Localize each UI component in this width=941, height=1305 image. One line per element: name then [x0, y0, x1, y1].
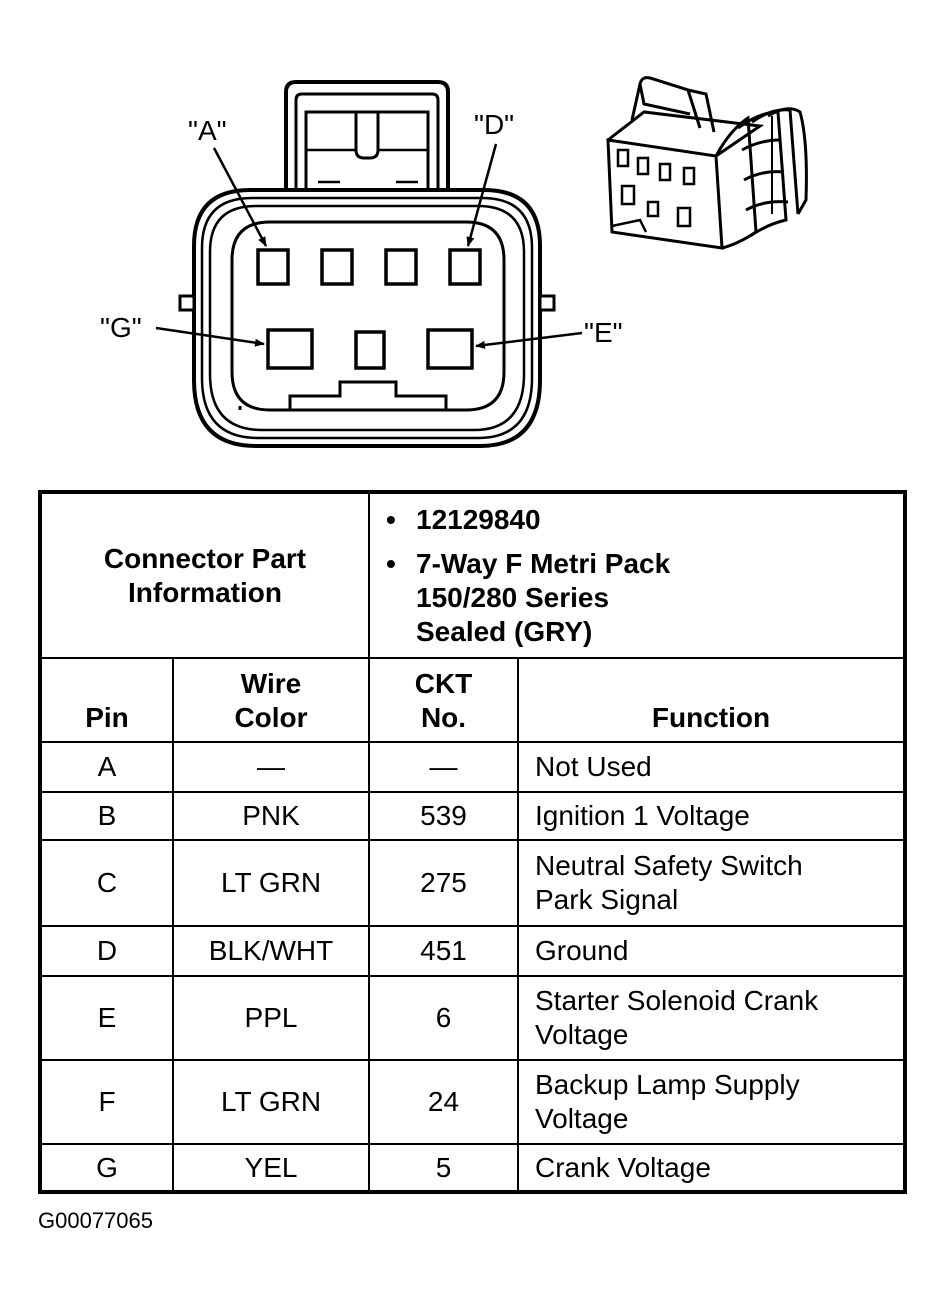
ckt-cell: 539 — [368, 791, 519, 841]
function-line: Ground — [535, 935, 629, 966]
connector-part-info-title: Connector Part Information — [39, 491, 370, 659]
function-line: Backup Lamp Supply — [535, 1069, 800, 1100]
description-line-2: 150/280 Series — [416, 581, 610, 613]
wire-color-cell: PNK — [172, 791, 370, 841]
side-ear-left — [178, 294, 196, 312]
function-cell: Not Used — [516, 741, 907, 793]
part-info-row: Connector Part Information 12129840 7-Wa… — [39, 491, 907, 659]
function-cell: Ground — [516, 925, 907, 977]
table-row: A — — Not Used — [39, 741, 907, 793]
function-cell: Ignition 1 Voltage — [516, 791, 907, 841]
function-line: Starter Solenoid Crank — [535, 985, 819, 1016]
arrow-e — [475, 331, 583, 349]
table-row: G YEL 5 Crank Voltage — [39, 1143, 907, 1193]
function-line: Ignition 1 Voltage — [535, 800, 750, 831]
description-line-1: 7-Way F Metri Pack — [416, 547, 671, 579]
callout-label-a: "A" — [188, 115, 227, 146]
title-line-2: Information — [128, 576, 282, 608]
ckt-cell: 451 — [368, 925, 519, 977]
figure-id: G00077065 — [38, 1208, 153, 1233]
col-header-ckt-line-1: CKT — [414, 668, 473, 699]
function-cell: Backup Lamp Supply Voltage — [516, 1059, 907, 1145]
pin-cell: F — [39, 1059, 174, 1145]
table-row: B PNK 539 Ignition 1 Voltage — [39, 791, 907, 841]
connector-diagram: "A" "D" "G" "E" — [100, 76, 808, 448]
cavity-b — [320, 248, 354, 286]
table-row: E PPL 6 Starter Solenoid Crank Voltage — [39, 975, 907, 1061]
col-header-wire-color: Wire Color — [172, 657, 370, 743]
part-details: 12129840 7-Way F Metri Pack 150/280 Seri… — [367, 491, 907, 659]
cavity-f — [354, 330, 386, 370]
wire-color-cell: LT GRN — [172, 1059, 370, 1145]
wire-color-cell: PPL — [172, 975, 370, 1061]
function-cell: Crank Voltage — [516, 1143, 907, 1193]
callout-label-e: "E" — [584, 317, 623, 348]
description-line-3: Sealed (GRY) — [416, 615, 593, 647]
pin-cell: A — [39, 741, 174, 793]
function-cell: Neutral Safety Switch Park Signal — [516, 839, 907, 927]
col-header-pin: Pin — [39, 657, 174, 743]
part-number: 12129840 — [386, 503, 903, 537]
function-cell: Starter Solenoid Crank Voltage — [516, 975, 907, 1061]
arrow-g — [155, 326, 265, 347]
pin-cell: D — [39, 925, 174, 977]
part-description: 7-Way F Metri Pack 150/280 Series Sealed… — [386, 547, 903, 649]
pin-cell: G — [39, 1143, 174, 1193]
pin-cell: B — [39, 791, 174, 841]
col-header-wire-line-1: Wire — [240, 668, 302, 699]
col-header-wire-line-2: Color — [234, 702, 308, 733]
wire-color-cell: — — [172, 741, 370, 793]
connector-info-table: Connector Part Information 12129840 7-Wa… — [38, 490, 908, 1194]
pin-cell: C — [39, 839, 174, 927]
callout-arrows — [155, 143, 583, 349]
function-line: Not Used — [535, 751, 652, 782]
keying-step — [238, 380, 448, 410]
arrow-d — [466, 143, 498, 247]
ckt-cell: 6 — [368, 975, 519, 1061]
ckt-cell: 5 — [368, 1143, 519, 1193]
housing-outer — [192, 188, 542, 448]
table-row: D BLK/WHT 451 Ground — [39, 925, 907, 977]
function-line: Voltage — [535, 1019, 629, 1050]
ckt-cell: 24 — [368, 1059, 519, 1145]
cavity-g — [266, 328, 314, 370]
arrow-a — [212, 147, 268, 247]
function-line: Voltage — [535, 1103, 629, 1134]
col-header-ckt-no: CKT No. — [368, 657, 519, 743]
cavity-a — [256, 248, 290, 286]
wire-color-cell: BLK/WHT — [172, 925, 370, 977]
function-line: Neutral Safety Switch — [535, 850, 803, 881]
callout-label-g: "G" — [100, 312, 142, 343]
ckt-cell: 275 — [368, 839, 519, 927]
ckt-cell: — — [368, 741, 519, 793]
callout-label-d: "D" — [474, 109, 514, 140]
table-row: C LT GRN 275 Neutral Safety Switch Park … — [39, 839, 907, 927]
function-line: Park Signal — [535, 884, 679, 915]
housing-inner-face — [230, 220, 506, 412]
cavity-e — [426, 328, 474, 370]
function-line: Crank Voltage — [535, 1151, 711, 1183]
connector-face — [178, 80, 556, 448]
connector-iso-view — [606, 76, 808, 250]
col-header-function: Function — [516, 657, 907, 743]
cavity-c — [384, 248, 418, 286]
locking-tab — [284, 80, 450, 190]
side-ear-right — [538, 294, 556, 312]
col-header-ckt-line-2: No. — [420, 702, 467, 733]
wire-color-cell: LT GRN — [172, 839, 370, 927]
title-line-1: Connector Part — [103, 542, 307, 574]
pin-cell: E — [39, 975, 174, 1061]
table-row: F LT GRN 24 Backup Lamp Supply Voltage — [39, 1059, 907, 1145]
column-header-row: Pin Wire Color CKT No. Function — [39, 657, 907, 743]
cavity-d — [448, 248, 482, 286]
wire-color-cell: YEL — [172, 1143, 370, 1193]
